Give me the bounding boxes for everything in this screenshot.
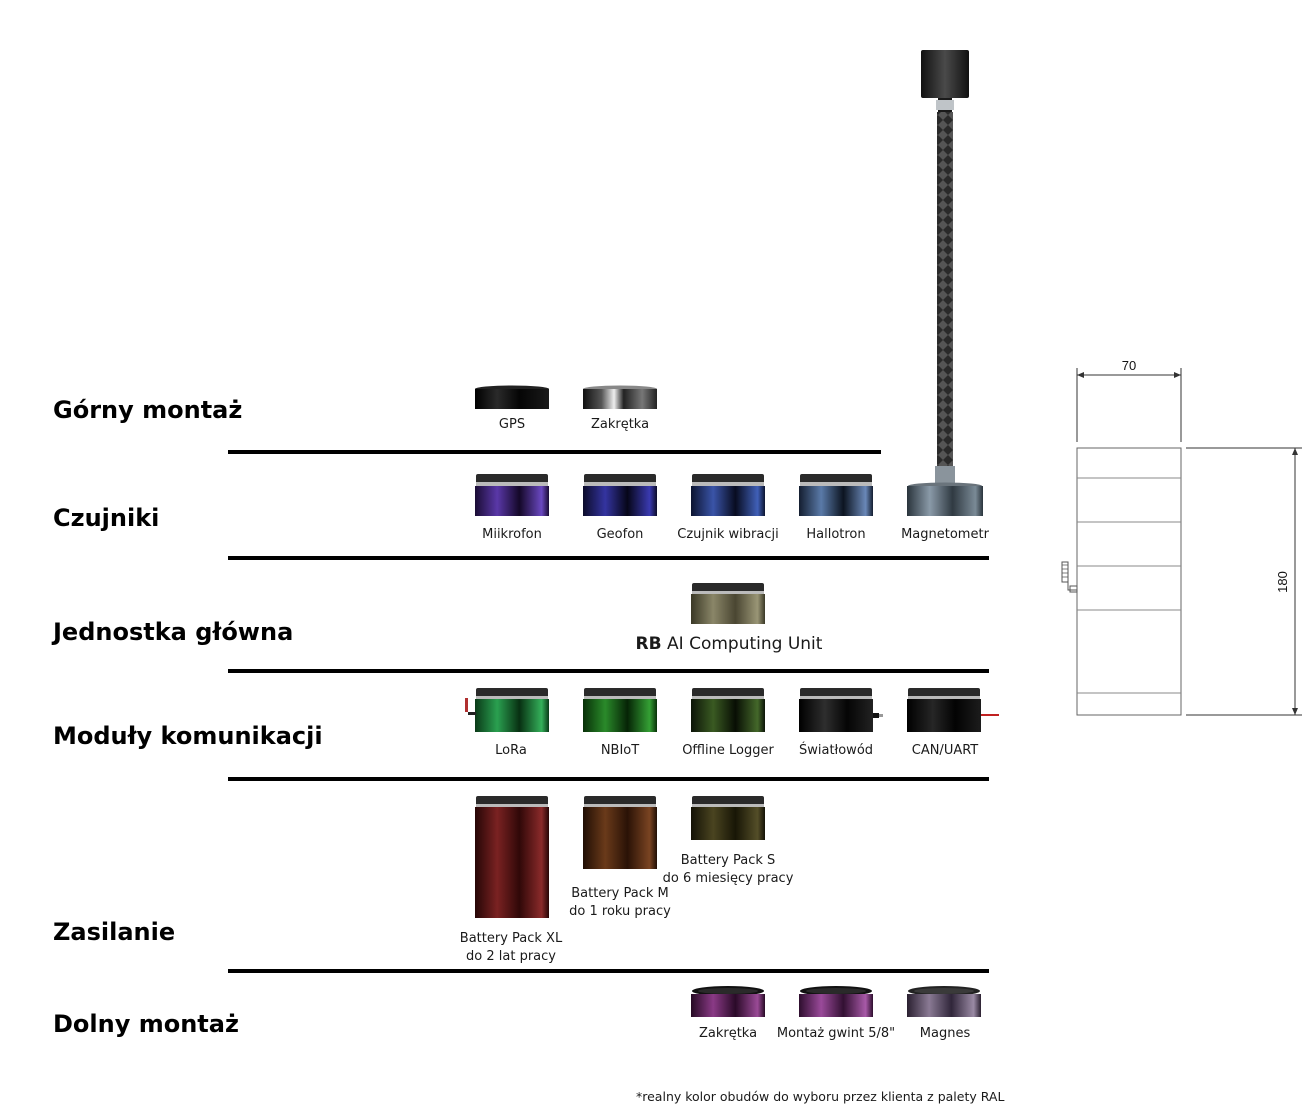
- ai-computing-unit-image: [691, 583, 765, 624]
- battery-xl-name: Battery Pack XL: [459, 931, 563, 946]
- module-label-microphone: Miikrofon: [482, 527, 542, 542]
- module-label-nbiot: NBIoT: [600, 743, 640, 758]
- lora-module-image: [465, 688, 549, 732]
- dimension-width-label: 70: [1122, 358, 1136, 373]
- divider-top: [228, 450, 881, 454]
- can-uart-module-image: [907, 688, 999, 732]
- battery-xl-note: do 2 lat pracy: [466, 949, 556, 964]
- dimension-height-label: 180: [1275, 571, 1290, 593]
- module-label-geophone: Geofon: [596, 527, 644, 542]
- module-label-can-uart: CAN/UART: [911, 743, 979, 758]
- offline-logger-module-image: [691, 688, 765, 732]
- module-label-top-cap: Zakrętka: [590, 417, 650, 432]
- hall-sensor-module-image: [799, 474, 873, 516]
- magnetometer-mast-image: [921, 50, 969, 486]
- module-label-battery-xl: Battery Pack XL do 2 lat pracy: [460, 930, 562, 966]
- module-label-vibration-sensor: Czujnik wibracji: [677, 527, 779, 542]
- module-label-battery-m: Battery Pack M do 1 roku pracy: [569, 885, 671, 921]
- module-label-magnet: Magnes: [919, 1026, 971, 1041]
- divider-sensors: [228, 556, 989, 560]
- module-label-bottom-cap: Zakrętka: [698, 1026, 758, 1041]
- fiber-module-image: [799, 688, 883, 732]
- row-title-sensors: Czujniki: [53, 504, 160, 532]
- magnetometer-module-image: [907, 482, 983, 516]
- microphone-module-image: [475, 474, 549, 516]
- bottom-cap-module-image: [691, 986, 765, 1017]
- row-title-bottom-mount: Dolny montaż: [53, 1010, 239, 1038]
- geophone-module-image: [583, 474, 657, 516]
- battery-s-note: do 6 miesięcy pracy: [662, 871, 794, 886]
- divider-main: [228, 669, 989, 673]
- unit-name-label: AI Computing Unit: [667, 634, 823, 654]
- row-title-top-mount: Górny montaż: [53, 396, 243, 424]
- battery-m-name: Battery Pack M: [571, 886, 669, 901]
- module-label-battery-s: Battery Pack S do 6 miesięcy pracy: [663, 852, 794, 888]
- divider-power: [228, 969, 989, 973]
- row-title-power: Zasilanie: [53, 918, 176, 946]
- divider-comm: [228, 777, 989, 781]
- footnote: *realny kolor obudów do wyboru przez kli…: [636, 1089, 1005, 1104]
- battery-pack-xl-image: [475, 796, 549, 918]
- battery-m-note: do 1 roku pracy: [569, 904, 671, 919]
- module-label-thread-mount: Montaż gwint 5/8": [776, 1026, 896, 1041]
- module-label-hall-sensor: Hallotron: [806, 527, 866, 542]
- vibration-sensor-module-image: [691, 474, 765, 516]
- row-title-comm-modules: Moduły komunikacji: [53, 722, 323, 750]
- module-label-fiber: Światłowód: [798, 743, 874, 758]
- magnet-module-image: [907, 986, 981, 1017]
- row-title-main-unit: Jednostka główna: [53, 618, 294, 646]
- dimension-drawing: 70 180: [1061, 358, 1302, 716]
- unit-brand-label: RB: [635, 634, 662, 654]
- ai-computing-unit-label: RB AI Computing Unit: [636, 634, 823, 654]
- module-label-offline-logger: Offline Logger: [682, 743, 774, 758]
- module-label-magnetometer: Magnetometr: [901, 527, 989, 542]
- battery-s-name: Battery Pack S: [680, 853, 776, 868]
- nbiot-module-image: [583, 688, 657, 732]
- top-cap-module-image: [583, 385, 657, 409]
- module-label-gps: GPS: [498, 417, 526, 432]
- module-label-lora: LoRa: [495, 743, 527, 758]
- battery-pack-s-image: [691, 796, 765, 840]
- thread-mount-module-image: [799, 986, 873, 1017]
- gps-module-image: [475, 385, 549, 409]
- battery-pack-m-image: [583, 796, 657, 869]
